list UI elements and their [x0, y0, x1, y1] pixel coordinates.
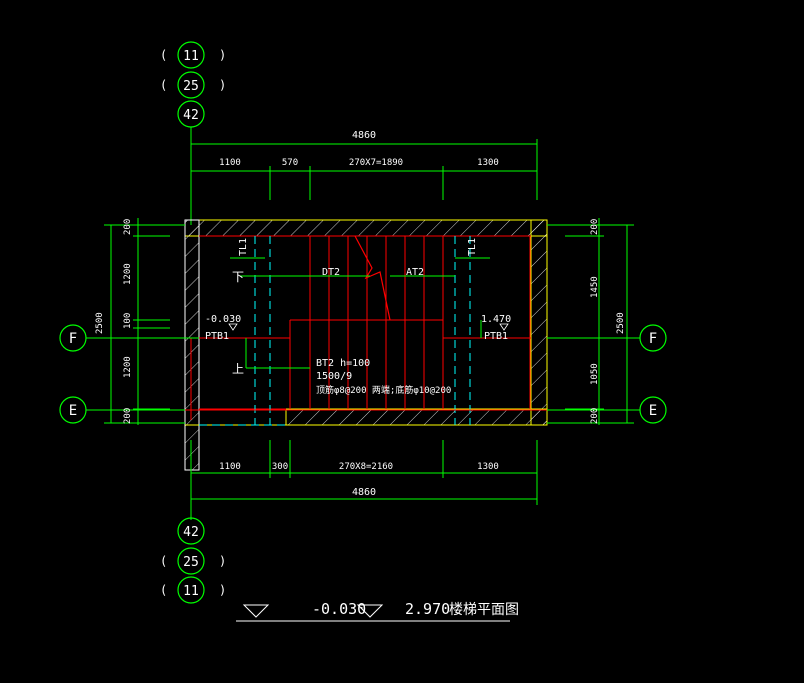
paren-close-bottom-2: ): [219, 583, 226, 597]
axis-bubble-bottom-2: [177, 547, 205, 575]
elev-marker-right: [499, 323, 509, 331]
right-dimensions: [547, 218, 634, 425]
dim-top-total: 4860: [352, 130, 376, 141]
axis-bubble-top-1: [177, 41, 205, 69]
dim-bottom-1: 1100: [219, 462, 241, 472]
axis-label-bottom-2: 25: [183, 555, 199, 570]
ptb1-left: PTB1: [205, 331, 229, 342]
bt2-rebar: 顶筋φ8@200 两端;底筋φ10@200: [316, 384, 451, 396]
paren-close-top-1: ): [219, 48, 226, 62]
axis-bubble-left-e: [59, 396, 87, 424]
elev-left: -0.030: [205, 314, 241, 325]
tl1-label-right: TL1: [467, 238, 478, 256]
axis-label-left-e: E: [69, 403, 77, 419]
dim-right-b: 1450: [590, 276, 600, 298]
axis-lines-horizontal: [86, 337, 640, 411]
elev-right: 1.470: [481, 314, 511, 325]
leaders: [230, 257, 490, 369]
paren-close-bottom-1: ): [219, 554, 226, 568]
axis-bubble-bottom-3: [177, 576, 205, 604]
dt2-label: DT2: [322, 267, 340, 278]
dim-left-d: 1200: [123, 356, 133, 378]
dim-left-total: 2500: [95, 312, 105, 334]
elev-symbol-2: [356, 604, 384, 618]
axis-label-top-2: 25: [183, 79, 199, 94]
paren-open-bottom-1: (: [160, 554, 167, 568]
top-dimensions: [190, 139, 538, 200]
down-label: 下: [232, 270, 244, 284]
bottom-dimensions: [190, 440, 538, 520]
title-text: 楼梯平面图: [449, 602, 519, 618]
axis-label-top-3: 42: [183, 108, 199, 123]
axis-bubble-top-2: [177, 71, 205, 99]
paren-open-top-1: (: [160, 48, 167, 62]
tl1-dashed-lines: [199, 236, 471, 426]
dim-left-c: 100: [123, 313, 133, 329]
title-elev-1: -0.030: [312, 600, 366, 618]
dim-bottom-4: 1300: [477, 462, 499, 472]
dim-right-total: 2500: [616, 312, 626, 334]
dim-top-3: 270X7=1890: [349, 158, 403, 168]
dim-right-c: 1050: [590, 363, 600, 385]
axis-label-left-f: F: [69, 331, 77, 347]
axis-bubble-bottom-1: [177, 517, 205, 545]
bt2-label: BT2 h=100: [316, 358, 370, 369]
axis-label-bottom-3: 11: [183, 584, 199, 599]
title-elev-2: 2.970: [405, 600, 450, 618]
stair-steps: [190, 235, 531, 420]
elev-symbol-1: [242, 604, 270, 618]
dim-top-1: 1100: [219, 158, 241, 168]
dim-left-e: 200: [123, 408, 133, 424]
axis-bubble-right-f: [639, 324, 667, 352]
dim-right-a: 200: [590, 219, 600, 235]
axis-bubble-right-e: [639, 396, 667, 424]
dim-bottom-3: 270X8=2160: [339, 462, 393, 472]
paren-open-top-2: (: [160, 78, 167, 92]
walls: [184, 219, 548, 471]
paren-open-bottom-2: (: [160, 583, 167, 597]
dim-bottom-total: 4860: [352, 487, 376, 498]
paren-close-top-2: ): [219, 78, 226, 92]
axis-top-group: 11 25 42 ( ) ( ): [160, 41, 226, 225]
tl1-label-left: TL1: [238, 238, 249, 256]
axis-label-right-e: E: [649, 403, 657, 419]
dim-top-2: 570: [282, 158, 298, 168]
dim-bottom-2: 300: [272, 462, 288, 472]
elev-marker-left: [228, 323, 238, 331]
break-line: [354, 235, 391, 321]
at2-label: AT2: [406, 267, 424, 278]
axis-label-top-1: 11: [183, 49, 199, 64]
axis-label-bottom-1: 42: [183, 525, 199, 540]
axis-label-right-f: F: [649, 331, 657, 347]
up-label: 上: [232, 362, 244, 376]
bt2-steps: 1500/9: [316, 371, 352, 382]
dim-right-d: 200: [590, 408, 600, 424]
dim-left-a: 200: [123, 219, 133, 235]
axis-bubble-left-f: [59, 324, 87, 352]
axis-bottom-group: 42 25 11 ( ) ( ): [160, 517, 226, 604]
dim-top-4: 1300: [477, 158, 499, 168]
drawing-title: -0.030 2.970 楼梯平面图: [236, 600, 519, 622]
ptb1-right: PTB1: [484, 331, 508, 342]
dim-left-b: 1200: [123, 263, 133, 285]
left-dimensions: [104, 218, 185, 425]
